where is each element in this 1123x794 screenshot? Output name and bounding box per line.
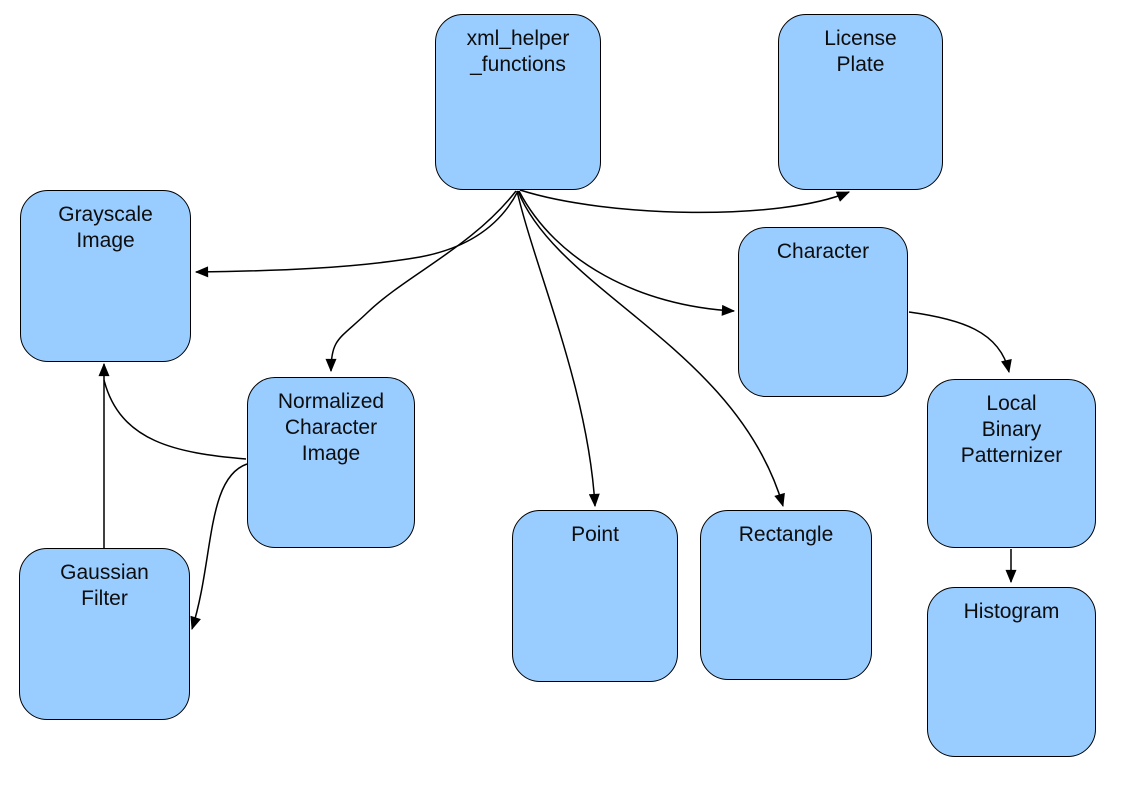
node-label: Histogram: [963, 600, 1060, 623]
edge-xml-helper-functions-to-point: [516, 190, 600, 508]
edge-xml-helper-functions-to-character: [518, 190, 736, 316]
node-label: Rectangle: [738, 523, 834, 546]
edge-xml-helper-functions-to-grayscale-image: [194, 190, 519, 278]
node-label: Grayscale Image: [58, 203, 153, 252]
node-grayscale-image[interactable]: Grayscale Image: [20, 190, 191, 362]
node-point[interactable]: Point: [512, 510, 678, 682]
node-xml-helper-functions[interactable]: xml_helper _functions: [435, 14, 601, 190]
edge-character-to-local-binary-patternizer: [908, 311, 1012, 374]
node-histogram[interactable]: Histogram: [927, 587, 1096, 757]
node-normalized-character-image[interactable]: Normalized Character Image: [247, 377, 415, 548]
node-gaussian-filter[interactable]: Gaussian Filter: [19, 548, 190, 720]
node-label: xml_helper _functions: [466, 27, 570, 76]
edge-xml-helper-functions-to-license-plate: [519, 189, 851, 214]
node-label: Normalized Character Image: [277, 390, 385, 465]
node-license-plate[interactable]: License Plate: [778, 14, 943, 190]
node-local-binary-patternizer[interactable]: Local Binary Patternizer: [927, 379, 1096, 548]
edge-normalized-character-image-to-grayscale-image: [103, 379, 247, 460]
node-character[interactable]: Character: [738, 227, 908, 397]
node-rectangle[interactable]: Rectangle: [700, 510, 872, 680]
edge-xml-helper-functions-to-normalized-character-image: [325, 190, 517, 373]
node-label: License Plate: [824, 27, 897, 76]
node-label: Point: [571, 523, 619, 546]
edge-normalized-character-image-to-gaussian-filter: [190, 463, 248, 631]
node-label: Character: [776, 240, 870, 263]
node-label: Local Binary Patternizer: [960, 392, 1063, 467]
node-label: Gaussian Filter: [60, 561, 149, 610]
